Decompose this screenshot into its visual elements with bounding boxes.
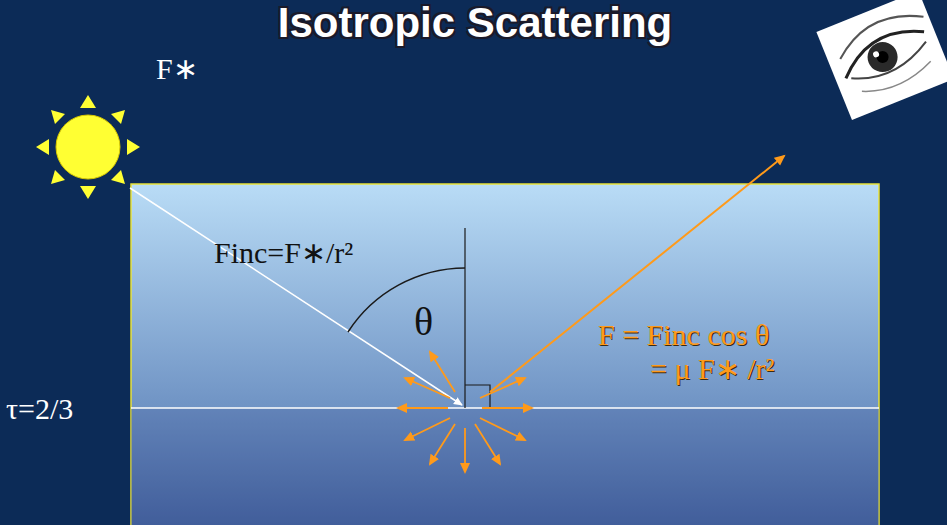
angle-label: θ: [414, 300, 433, 344]
incident-ray: [130, 188, 462, 405]
flux-equation: F = Finc cos θ: [598, 318, 769, 351]
normal-line: [464, 228, 465, 408]
flux-equation: = μ F∗ /r²: [650, 352, 775, 385]
sun-symbol: [36, 95, 140, 199]
right-angle-mark: [465, 385, 490, 408]
scattered-rays: [398, 352, 532, 472]
optical-depth-label: τ=2/3: [6, 392, 73, 425]
ray-to-eye: [490, 156, 784, 392]
slide-title: Isotropic Scattering: [278, 0, 672, 46]
lower-layer: [131, 408, 879, 525]
eye-picture: [816, 0, 947, 120]
angle-arc: [348, 268, 465, 332]
incident-flux-label: Finc=F∗/r²: [214, 236, 353, 269]
tau-line: [131, 407, 879, 409]
flux-label: F∗: [156, 52, 198, 85]
atmosphere-slab: [131, 184, 879, 525]
